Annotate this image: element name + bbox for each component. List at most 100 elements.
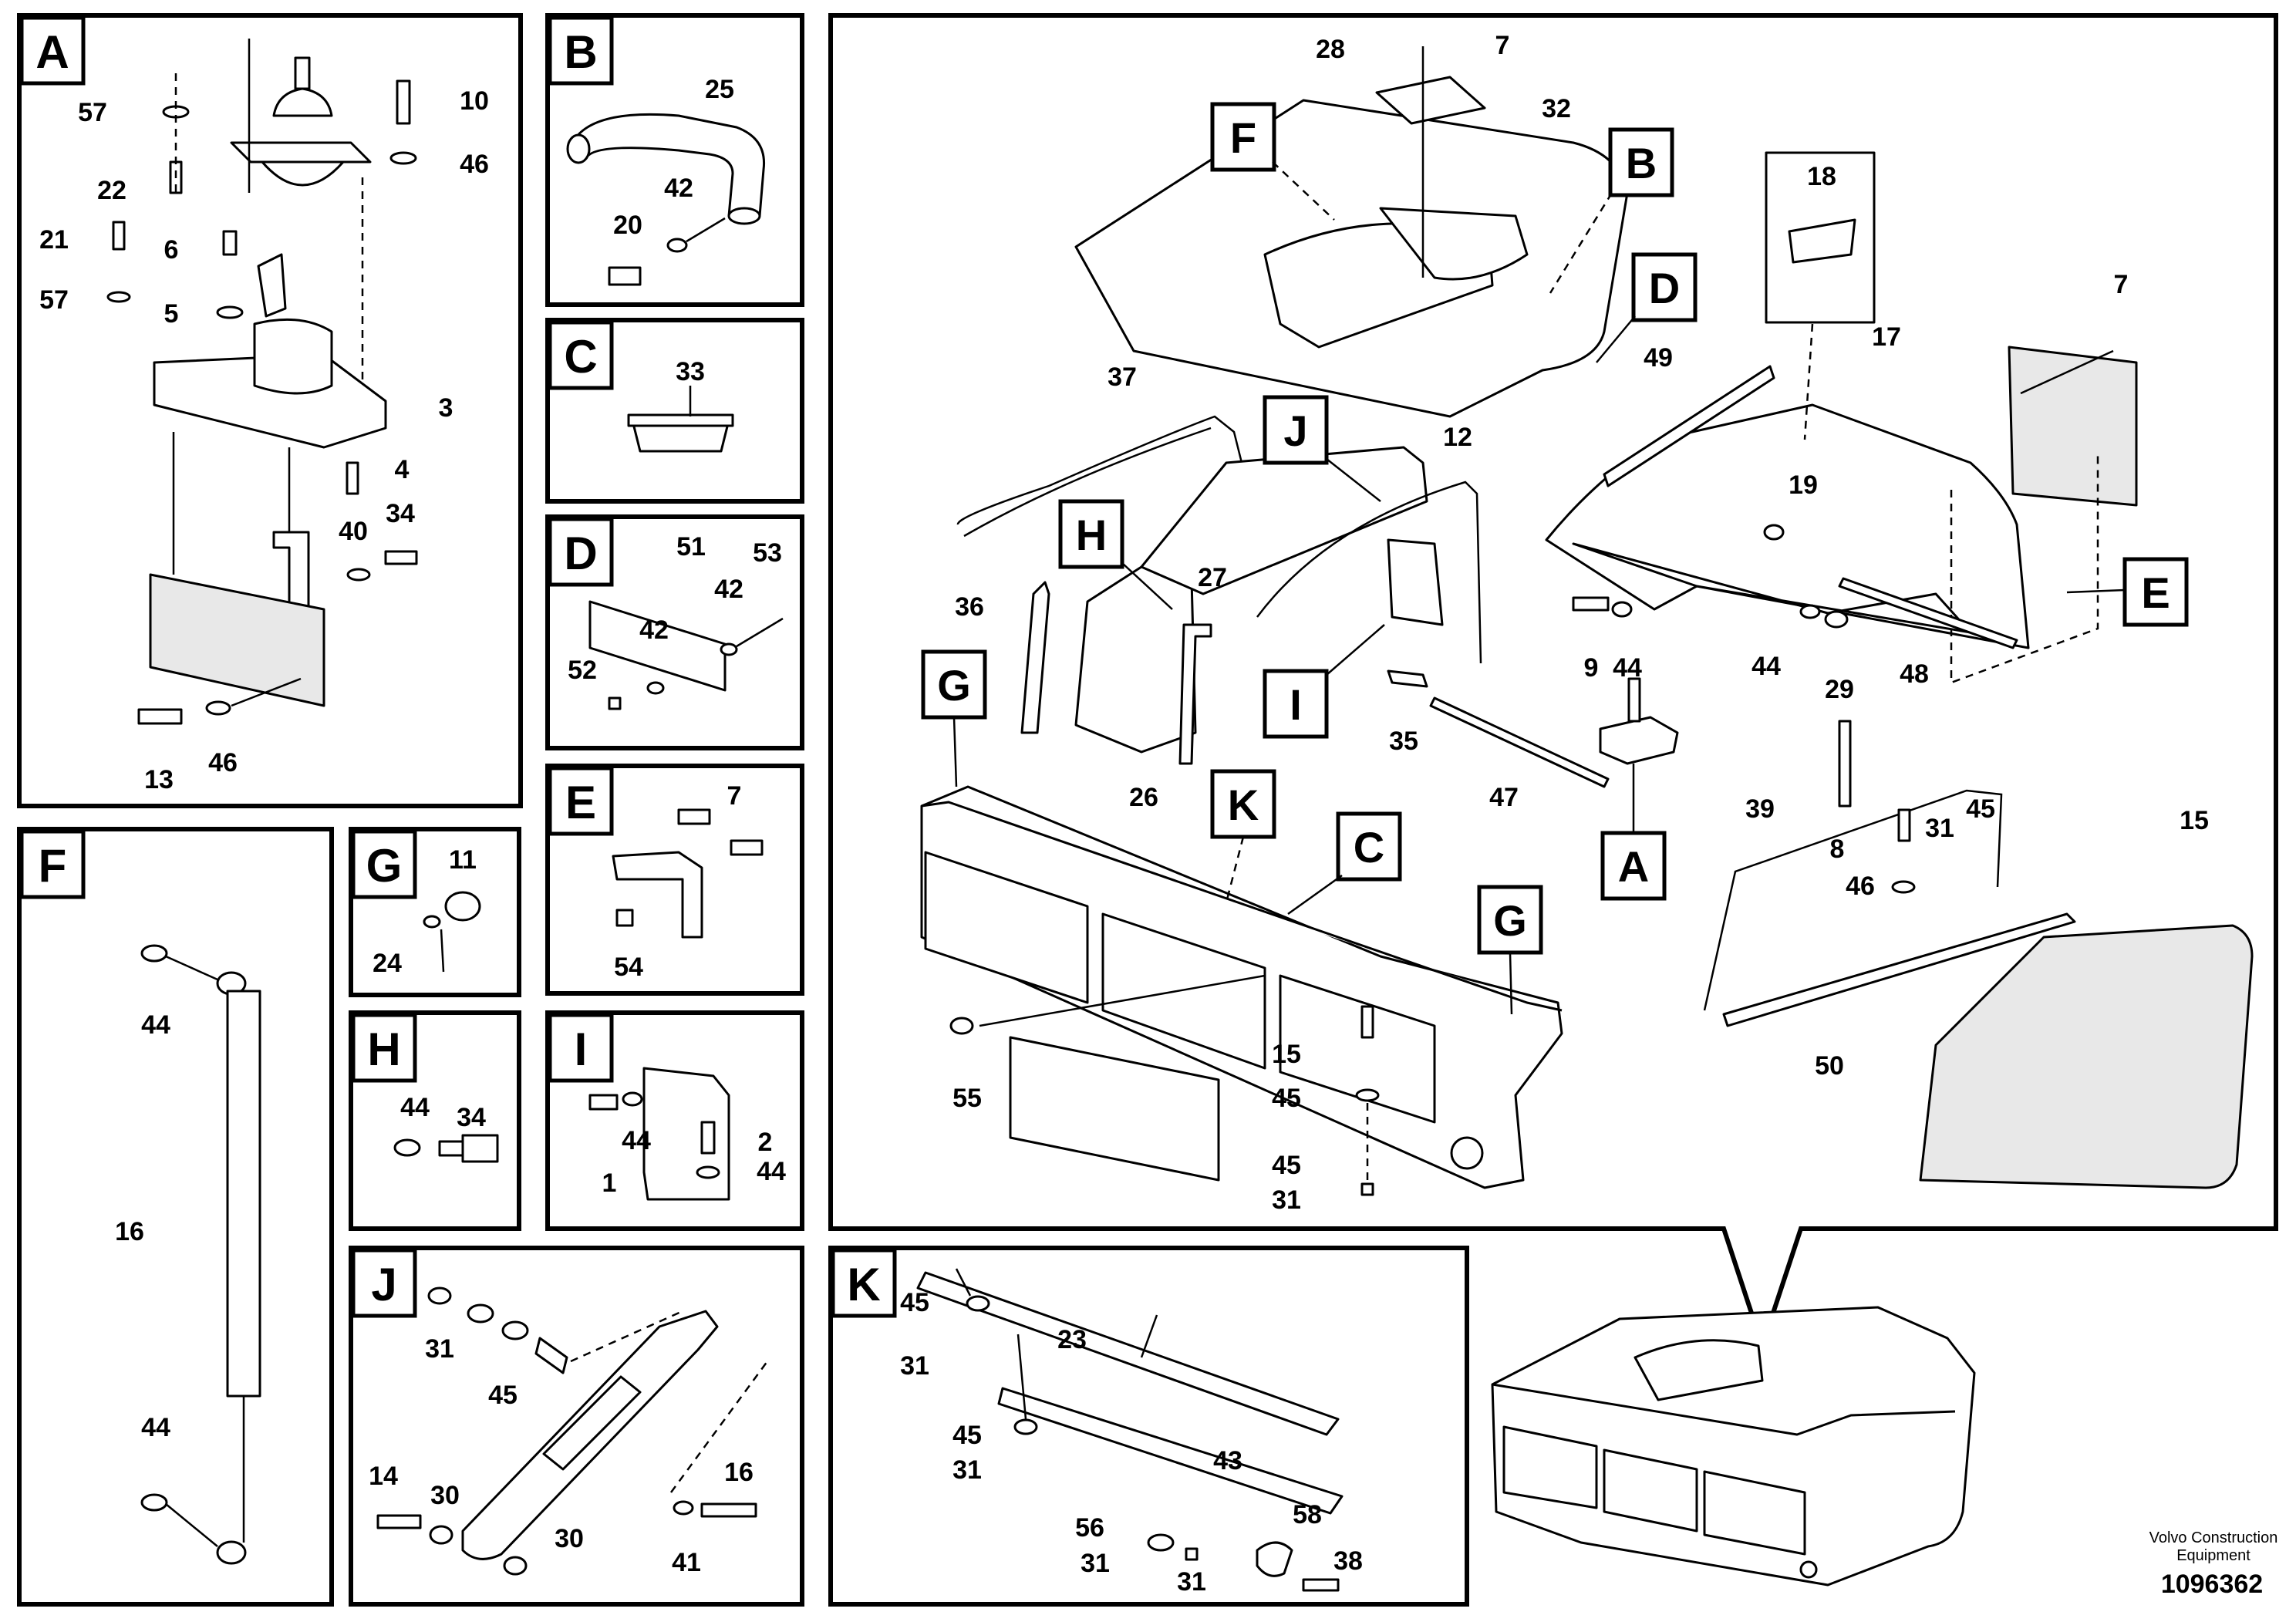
panel-c-drawing: [627, 386, 734, 453]
svg-text:K: K: [847, 1259, 880, 1310]
part-label: 30: [430, 1481, 460, 1510]
part-label: 45: [1966, 794, 1995, 824]
panel-d-labels: 51 53 42 42 52: [568, 532, 782, 685]
part-label: 6: [164, 235, 179, 265]
part-label: 31: [952, 1455, 982, 1485]
panel-c-frame: [545, 318, 804, 504]
part-label: 18: [1807, 162, 1836, 191]
part-label: 44: [1752, 652, 1781, 681]
part-label: 57: [39, 285, 69, 315]
part-label: 19: [1789, 470, 1818, 500]
panel-letter-k: K: [831, 1248, 897, 1318]
part-label: 24: [373, 949, 402, 978]
part-label: 5: [164, 299, 179, 329]
svg-text:E: E: [565, 777, 596, 828]
callout-b: B: [1549, 127, 1674, 294]
part-label: 1: [602, 1168, 617, 1198]
panel-letter-g: G: [351, 829, 417, 899]
part-label: 20: [613, 211, 642, 240]
part-label: 17: [1872, 322, 1901, 352]
panel-e-frame: [545, 764, 804, 996]
panel-letter-j: J: [351, 1248, 417, 1318]
panel-g-labels: 11 24: [373, 845, 477, 978]
callout-g-left: G: [921, 649, 987, 787]
svg-text:J: J: [371, 1259, 396, 1310]
panel-d-drawing: [588, 600, 784, 710]
part-label: 31: [900, 1351, 929, 1381]
svg-text:D: D: [1649, 264, 1680, 312]
part-label: 10: [460, 86, 489, 116]
panel-letter-a: A: [19, 15, 86, 86]
part-label: 55: [952, 1084, 982, 1113]
panel-letter-c: C: [548, 320, 614, 390]
part-label: 2: [758, 1128, 773, 1157]
part-label: 34: [386, 499, 415, 528]
callout-c: C: [1287, 811, 1402, 916]
part-label: 31: [1177, 1567, 1206, 1597]
part-label: 57: [78, 98, 107, 127]
svg-text:F: F: [39, 840, 67, 892]
part-label: 45: [1272, 1151, 1301, 1180]
panel-a-labels: 57 10 46 22 21 6 57 5 3 4 40 34 13 46: [39, 86, 489, 794]
part-label: 7: [727, 781, 742, 811]
part-label: 16: [115, 1217, 144, 1246]
svg-text:H: H: [1076, 511, 1107, 559]
part-label: 31: [1081, 1549, 1110, 1578]
callout-k: K: [1210, 769, 1276, 903]
panel-c-labels: 33: [676, 357, 705, 386]
part-label: 45: [900, 1288, 929, 1317]
part-label: 9: [1584, 653, 1599, 683]
panel-h-drawing: [393, 1134, 499, 1163]
callout-h: H: [1058, 499, 1173, 610]
panel-letter-b: B: [548, 15, 614, 86]
panel-f-frame: [17, 827, 334, 1607]
part-label: 3: [439, 393, 453, 423]
company-name-line2: Equipment: [2176, 1547, 2250, 1564]
part-label: 44: [1613, 653, 1642, 683]
part-label: 12: [1443, 423, 1472, 452]
part-label: 8: [1830, 835, 1845, 864]
callout-e: E: [2066, 557, 2189, 627]
part-label: 13: [144, 765, 174, 794]
part-label: 29: [1825, 675, 1854, 704]
svg-text:D: D: [564, 528, 597, 579]
svg-text:A: A: [35, 26, 69, 78]
svg-text:K: K: [1228, 781, 1259, 829]
panel-g-frame: [349, 827, 521, 997]
svg-text:C: C: [564, 331, 597, 383]
callout-a: A: [1600, 764, 1667, 901]
part-label: 41: [672, 1548, 701, 1577]
part-label: 45: [488, 1381, 518, 1410]
part-label: 44: [141, 1413, 170, 1442]
part-label: 44: [622, 1126, 651, 1155]
panel-g-drawing: [423, 891, 481, 973]
part-label: 42: [639, 615, 669, 645]
svg-text:C: C: [1354, 823, 1384, 872]
svg-text:H: H: [367, 1023, 400, 1075]
part-label: 11: [449, 845, 477, 875]
panel-main-frame: [828, 13, 2278, 1354]
part-label: 34: [457, 1103, 486, 1132]
part-label: 49: [1644, 343, 1673, 373]
part-label: 31: [1272, 1185, 1301, 1215]
part-label: 35: [1389, 727, 1418, 756]
panel-f-drawing: [140, 944, 261, 1565]
svg-text:B: B: [564, 26, 597, 78]
part-label: 22: [97, 176, 126, 205]
panel-b-labels: 25 42 20: [613, 75, 734, 240]
panel-h-frame: [349, 1010, 521, 1231]
part-label: 32: [1542, 94, 1571, 123]
part-label: 33: [676, 357, 705, 386]
part-label: 53: [753, 538, 782, 568]
part-label: 44: [757, 1157, 786, 1186]
callout-f: F: [1210, 102, 1335, 221]
company-name-line1: Volvo Construction: [2149, 1529, 2278, 1546]
part-label: 14: [369, 1462, 398, 1491]
part-label: 50: [1815, 1051, 1844, 1081]
svg-text:F: F: [1230, 113, 1256, 162]
part-label: 37: [1108, 363, 1137, 392]
panel-a-drawing: [106, 39, 418, 725]
part-label: 31: [425, 1334, 454, 1364]
part-label: 44: [141, 1010, 170, 1040]
drawing-number: 1096362: [2161, 1570, 2263, 1599]
